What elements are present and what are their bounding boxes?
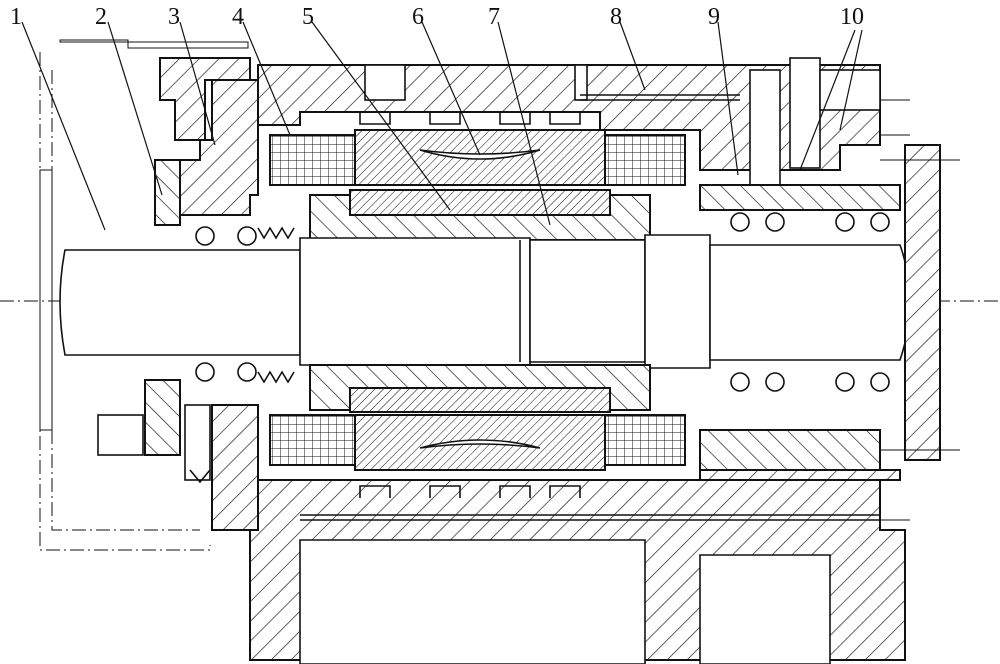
callout-10: 10	[840, 4, 864, 30]
right-extension-lines	[880, 99, 960, 521]
callouts: 1 2 3 4 5 6 7 8 9 10	[10, 4, 864, 231]
lower-front-parts	[97, 379, 259, 531]
stator-winding-lower	[269, 414, 686, 471]
callout-3: 3	[168, 4, 180, 30]
leader-5	[311, 21, 451, 211]
callout-4: 4	[232, 4, 244, 30]
callout-6: 6	[412, 4, 424, 30]
callout-8: 8	[610, 4, 622, 30]
upper-housing	[257, 57, 881, 191]
rotor-upper	[309, 189, 651, 241]
front-flange	[154, 57, 259, 226]
callout-9: 9	[708, 4, 720, 30]
leader-1	[21, 21, 106, 231]
leader-6	[421, 21, 481, 156]
leader-3	[179, 21, 216, 146]
callout-2: 2	[95, 4, 107, 30]
leader-4	[242, 21, 291, 136]
callout-7: 7	[488, 4, 500, 30]
leader-9	[717, 21, 739, 176]
lower-housing	[249, 429, 906, 664]
callout-1: 1	[10, 4, 22, 30]
rotor-lower	[309, 364, 651, 413]
spindle-shaft	[59, 234, 911, 369]
leader-10b	[839, 29, 863, 131]
callout-5: 5	[302, 4, 314, 30]
leader-2	[107, 21, 163, 196]
stator-winding-upper	[269, 129, 686, 186]
front-bearings	[195, 226, 295, 384]
leader-8	[619, 21, 646, 91]
rear-bearings	[699, 144, 941, 461]
leader-10a	[799, 29, 856, 171]
leader-7	[497, 21, 551, 226]
cooling-grooves	[359, 112, 581, 498]
left-mount-outline	[39, 39, 249, 551]
